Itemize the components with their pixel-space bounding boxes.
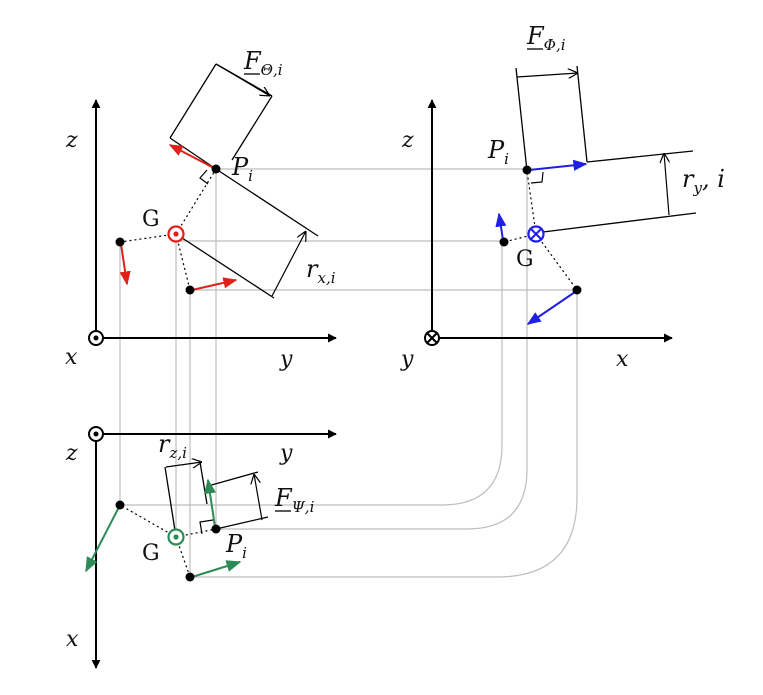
force-vector xyxy=(528,159,588,171)
point-dot xyxy=(211,164,221,174)
cg-links xyxy=(119,168,217,291)
point-sub: i xyxy=(242,544,247,562)
y-axis-label: y xyxy=(400,347,414,372)
y-axis-label: y xyxy=(279,347,293,372)
cg-label: G xyxy=(516,247,534,272)
x-axis-label: x xyxy=(66,627,79,652)
force-label: FΦ,i xyxy=(526,22,566,54)
cg-marker xyxy=(167,528,185,546)
force-dim-arrow xyxy=(254,474,263,521)
point-sub: i xyxy=(504,150,509,168)
moment-arm-dimension xyxy=(175,168,319,299)
force-sub: Θ,i xyxy=(261,61,283,79)
point-dot xyxy=(522,165,532,175)
z-axis-label: z xyxy=(65,441,78,466)
into-page-symbol xyxy=(424,330,440,346)
view-yz: z x y FΦ,i ry, i xyxy=(400,22,725,372)
y-axis-label: y xyxy=(279,441,293,466)
force-vector xyxy=(191,560,242,578)
z-axis-label: z xyxy=(65,128,78,153)
force-dim-arrow xyxy=(516,73,578,77)
force-dim-arrow xyxy=(215,63,270,96)
force-dimension xyxy=(515,65,588,172)
cg-label: G xyxy=(142,541,160,566)
guide-curve xyxy=(122,243,503,506)
moment-arm-arrow xyxy=(271,231,306,297)
point-dot xyxy=(185,285,195,295)
point-dot xyxy=(499,237,509,247)
point-label: Pi xyxy=(231,153,253,185)
point-dot xyxy=(572,285,582,295)
projection-guides xyxy=(119,168,578,578)
moment-arm-dimension xyxy=(542,150,697,233)
point-sub: i xyxy=(248,167,253,185)
right-angle-marker xyxy=(199,519,214,535)
guide-curve xyxy=(216,171,528,530)
cg-marker xyxy=(527,225,545,243)
force-label: FΘ,i xyxy=(243,47,283,79)
force-dimension xyxy=(207,471,269,530)
x-axis-label: x xyxy=(616,347,629,372)
point-label: Pi xyxy=(225,530,247,562)
view-xz: z y x FΘ,i rx,i xyxy=(65,47,337,372)
moment-arm-arrow xyxy=(664,153,669,216)
cg-label: G xyxy=(142,207,160,232)
right-angle-marker xyxy=(199,169,209,185)
moment-arm-sub: y xyxy=(692,179,702,197)
moment-arm-tail: , i xyxy=(702,165,725,193)
force-vector xyxy=(495,212,507,241)
moment-arm-sub: x,i xyxy=(317,269,335,287)
moment-arm-label: rx,i xyxy=(306,255,336,287)
out-of-page-symbol xyxy=(88,426,104,442)
point-dot xyxy=(115,500,125,510)
point-dot xyxy=(211,524,221,534)
force-label: FΨ,i xyxy=(274,484,315,516)
force-sub: Φ,i xyxy=(544,36,566,54)
out-of-page-symbol xyxy=(88,330,104,346)
moment-arm-label: rz,i xyxy=(158,430,187,462)
cg-marker xyxy=(167,225,185,243)
force-vector xyxy=(168,144,213,168)
force-vector xyxy=(204,478,216,528)
right-angle-marker xyxy=(530,171,544,184)
force-vector xyxy=(526,291,576,325)
moment-arm-arrow xyxy=(165,462,202,467)
moment-arm-sub: z,i xyxy=(168,444,187,462)
moment-arm-dimension xyxy=(164,461,208,538)
force-vector xyxy=(191,277,238,291)
z-axis-label: z xyxy=(401,128,414,153)
guide-curve xyxy=(190,291,578,578)
point-label: Pi xyxy=(487,136,509,168)
force-sub: Ψ,i xyxy=(292,498,315,516)
view-xy: z y x FΨ,i rz,i xyxy=(65,426,337,669)
force-vector xyxy=(119,243,131,286)
point-dot xyxy=(115,237,125,247)
moment-arm-label: ry, i xyxy=(682,165,725,197)
x-axis-label: x xyxy=(65,345,78,370)
cg-links xyxy=(119,504,217,578)
force-vector xyxy=(85,506,120,573)
point-dot xyxy=(185,572,195,582)
